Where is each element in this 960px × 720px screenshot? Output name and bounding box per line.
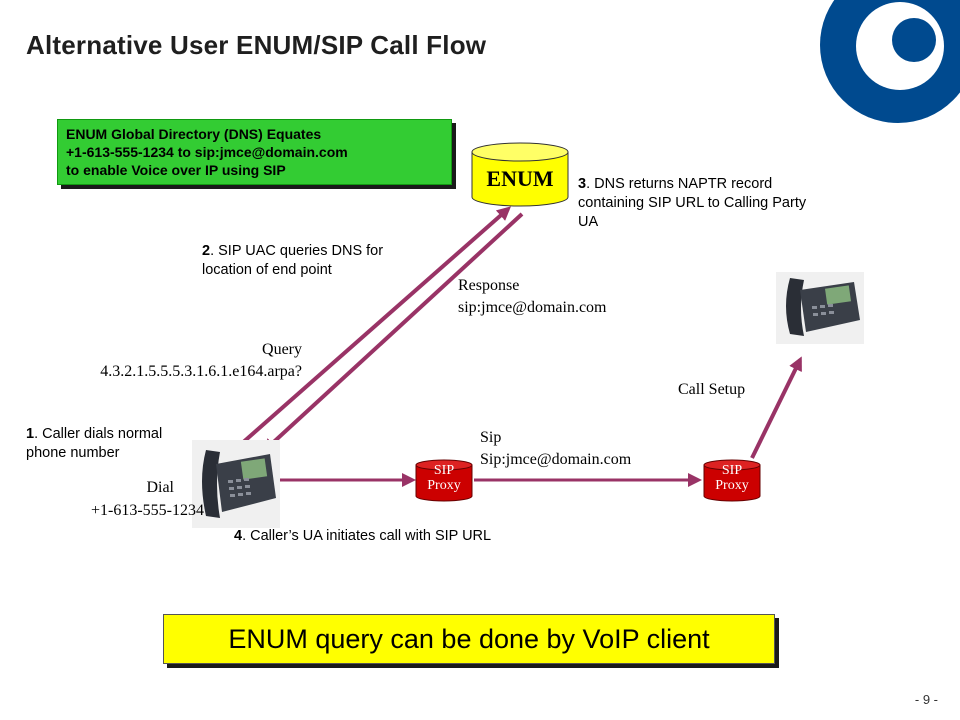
proxy-1-label-line1: SIP	[433, 463, 455, 478]
caller-phone-icon	[192, 440, 280, 528]
step-1-line2: phone number	[26, 445, 120, 461]
step-3-number: 3	[578, 176, 587, 192]
query-value: 4.3.2.1.5.5.5.3.1.6.1.e164.arpa?	[100, 363, 302, 380]
response-label: Response sip:jmce@domain.com	[458, 276, 606, 318]
response-value: sip:jmce@domain.com	[458, 299, 607, 316]
step-2-text: 2. SIP UAC queries DNS for location of e…	[202, 242, 452, 280]
step-2-line1: . SIP UAC queries DNS for	[210, 243, 384, 259]
step-2-number: 2	[202, 243, 211, 259]
step-3-text: 3. DNS returns NAPTR record containing S…	[578, 175, 898, 232]
sip-label: Sip Sip:jmce@domain.com	[480, 428, 631, 470]
bottom-banner: ENUM query can be done by VoIP client	[163, 614, 775, 664]
query-title: Query	[262, 341, 302, 358]
sip-proxy-2-icon	[703, 459, 761, 502]
enum-database-icon	[471, 142, 569, 207]
proxy-2-label-line2: Proxy	[715, 478, 749, 493]
step-1-line1: . Caller dials normal	[34, 426, 163, 442]
note-line-3: to enable Voice over IP using SIP	[66, 162, 286, 178]
page-title: Alternative User ENUM/SIP Call Flow	[26, 30, 487, 60]
enum-directory-note: ENUM Global Directory (DNS) Equates +1-6…	[57, 119, 452, 185]
proxy-1-label: SIP Proxy	[416, 463, 472, 493]
step-3-line3: UA	[578, 214, 599, 230]
proxy-2-label-line1: SIP	[721, 463, 743, 478]
step-4-text: 4. Caller’s UA initiates call with SIP U…	[234, 527, 491, 546]
note-line-1: ENUM Global Directory (DNS) Equates	[66, 126, 322, 142]
enum-db-label: ENUM	[486, 166, 554, 191]
proxy-2-label: SIP Proxy	[704, 463, 760, 493]
call-setup-arrow	[750, 356, 802, 459]
step-1-text: 1. Caller dials normal phone number	[26, 425, 226, 463]
sip-title: Sip	[480, 429, 502, 446]
response-arrow	[262, 212, 524, 453]
step-4-line: . Caller’s UA initiates call with SIP UR…	[242, 528, 492, 544]
response-title: Response	[458, 277, 520, 294]
step-2-line2: location of end point	[202, 262, 332, 278]
call-setup-label: Call Setup	[678, 381, 746, 398]
step-4-number: 4	[234, 528, 243, 544]
query-arrow	[238, 206, 512, 447]
step-3-line1: . DNS returns NAPTR record	[586, 176, 773, 192]
callee-phone-icon	[776, 272, 864, 344]
sip-value: Sip:jmce@domain.com	[480, 451, 632, 468]
step-3-line2: containing SIP URL to Calling Party	[578, 195, 807, 211]
proxy-1-label-line2: Proxy	[427, 478, 461, 493]
step-1-number: 1	[26, 426, 35, 442]
nortel-logo-icon	[820, 0, 960, 123]
note-line-2: +1-613-555-1234 to sip:jmce@domain.com	[66, 144, 348, 160]
query-label: Query 4.3.2.1.5.5.5.3.1.6.1.e164.arpa?	[30, 340, 302, 382]
page-number: - 9 -	[914, 692, 938, 707]
dial-title: Dial	[146, 479, 174, 496]
sip-proxy-1-icon	[415, 459, 473, 502]
dial-value: +1-613-555-1234	[90, 502, 204, 519]
dial-label: Dial +1-613-555-1234	[30, 478, 204, 521]
